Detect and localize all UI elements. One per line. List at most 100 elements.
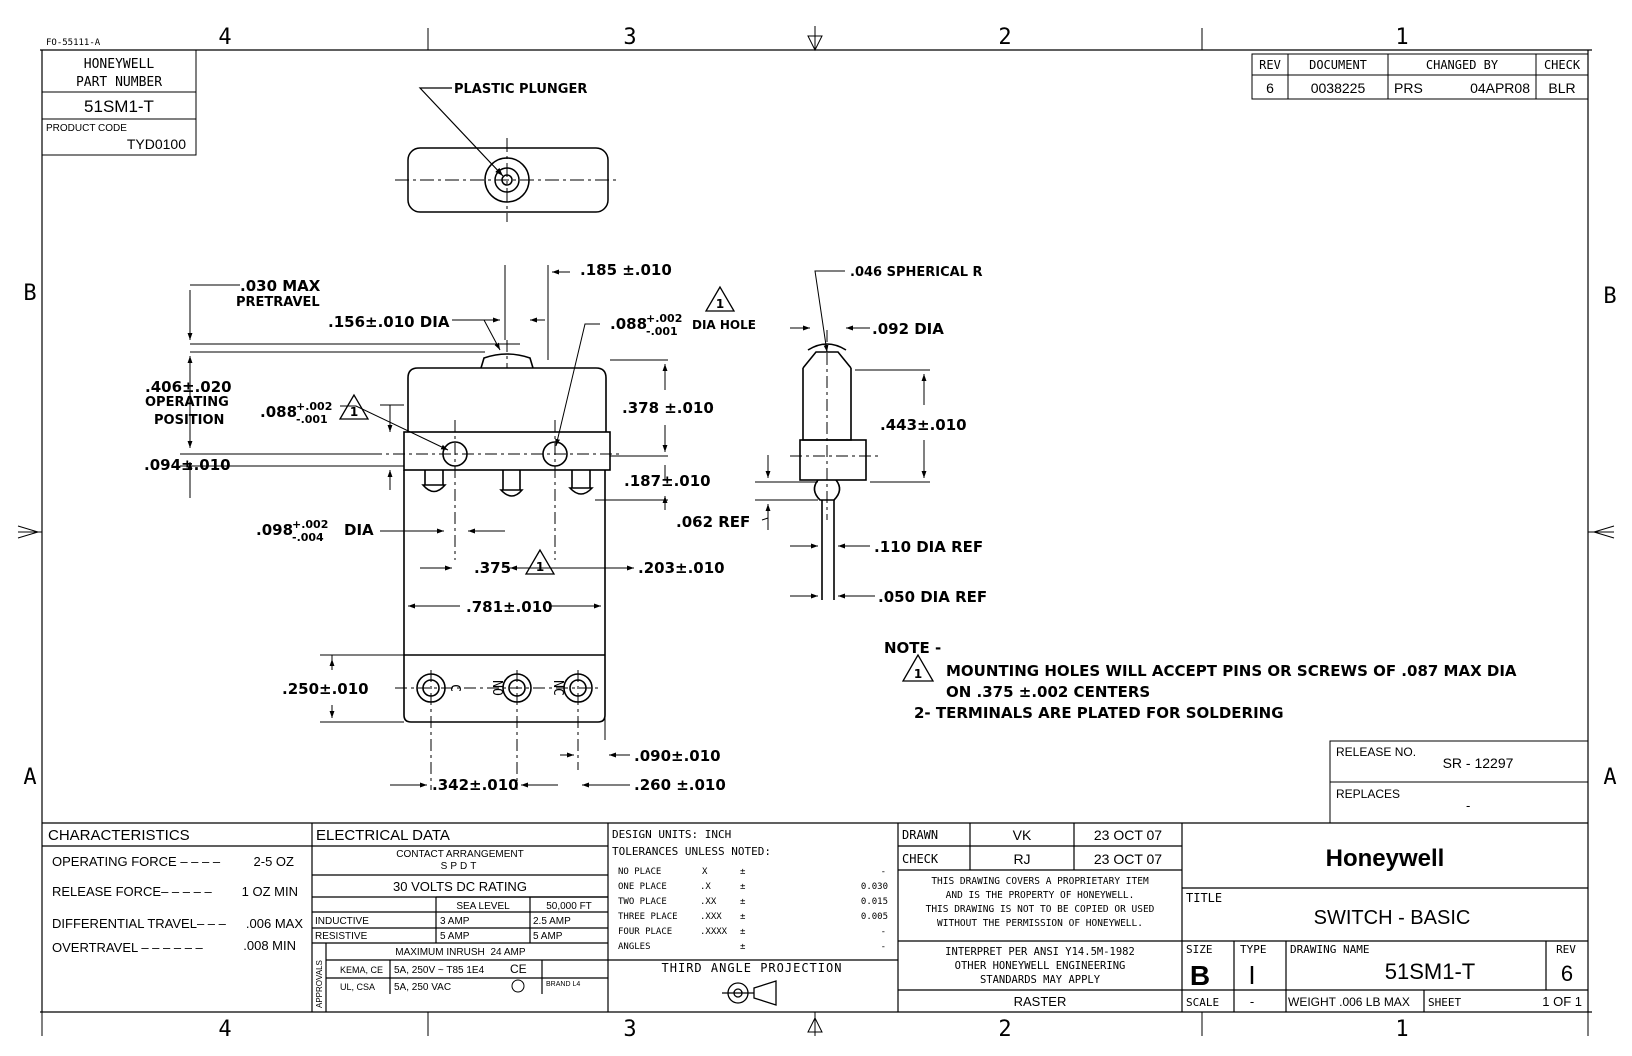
drawn-date: 23 OCT 07 (1094, 827, 1162, 843)
drawing-name-label: DRAWING NAME (1290, 943, 1369, 956)
sheet-value: 1 OF 1 (1542, 994, 1582, 1009)
inductive-label: INDUCTIVE (315, 916, 369, 927)
char-release-force-value: 1 OZ MIN (242, 884, 298, 899)
zone-labels: 4 3 2 1 4 3 2 1 B B A A (23, 25, 1616, 1042)
size-label: SIZE (1186, 943, 1213, 956)
pin-dia-plus: +.002 (292, 518, 328, 531)
tol-three-place-value: 0.005 (861, 912, 888, 922)
tol-one-place-label: ONE PLACE (618, 882, 667, 892)
tol-angles-value: - (881, 942, 886, 952)
hole-tol-minus: -.001 (646, 325, 678, 338)
interpret-line-2: OTHER HONEYWELL ENGINEERING (955, 960, 1126, 972)
left-hole-plus: +.002 (296, 400, 332, 413)
type-label: TYPE (1240, 943, 1267, 956)
zone-col-1-top: 1 (1395, 25, 1408, 50)
left-hole-minus: -.001 (296, 413, 328, 426)
approval-2-mark: BRAND L4 (546, 981, 580, 988)
proprietary-line-1: THIS DRAWING COVERS A PROPRIETARY ITEM (931, 876, 1149, 887)
inrush-label: MAXIMUM INRUSH (395, 947, 484, 958)
side-view-dimensions: .046 SPHERICAL R .092 DIA .443±.010 .110… (850, 265, 987, 606)
replaces-label: REPLACES (1336, 787, 1400, 801)
tol-angles-pm: ± (740, 942, 746, 952)
terminal-nc-label: NC (550, 680, 565, 696)
revision-block: REV DOCUMENT CHANGED BY CHECK 6 0038225 … (1251, 53, 1589, 100)
characteristics-header: CHARACTERISTICS (48, 827, 190, 844)
changed-by-header: CHANGED BY (1426, 58, 1499, 72)
char-release-force-label: RELEASE FORCE– – – – – (52, 884, 212, 899)
projection-symbol-icon (722, 980, 777, 1006)
pin-dia-minus: -.004 (292, 531, 324, 544)
type-value: I (1248, 960, 1255, 990)
check-label: CHECK (902, 852, 939, 866)
char-overtravel-label: OVERTRAVEL – – – – – – (52, 940, 204, 955)
changed-date-value: 04APR08 (1470, 80, 1530, 96)
replaces-value: - (1466, 798, 1470, 813)
raster-label: RASTER (1014, 994, 1067, 1009)
third-angle-projection: THIRD ANGLE PROJECTION (662, 961, 843, 975)
tol-two-place-pm: ± (740, 897, 746, 907)
dim-260: .260 ±.010 (634, 776, 726, 794)
approval-2-agency: UL, CSA (340, 982, 375, 992)
dia-110: .110 DIA REF (874, 538, 983, 556)
resistive-label: RESISTIVE (315, 931, 368, 942)
note-flags (338, 285, 935, 682)
rev-label: REV (1556, 943, 1576, 956)
zone-col-2-top: 2 (998, 25, 1011, 50)
document-value: 0038225 (1311, 80, 1366, 96)
form-number: FO-55111-A (46, 38, 101, 48)
left-hole-base: .088 (260, 403, 297, 421)
csa-mark-icon (511, 979, 525, 993)
zone-row-b-left: B (23, 281, 36, 306)
design-tolerances: DESIGN UNITS: INCH TOLERANCES UNLESS NOT… (612, 828, 888, 975)
tol-three-place-pm: ± (740, 912, 746, 922)
check-by: RJ (1013, 851, 1030, 867)
zone-col-1-bottom: 1 (1395, 1017, 1408, 1042)
notes-title: NOTE - (884, 639, 941, 657)
interpret-line-1: INTERPRET PER ANSI Y14.5M-1982 (945, 946, 1135, 958)
approval-1-agency: KEMA, CE (340, 965, 383, 975)
hole-tol-plus: +.002 (646, 312, 682, 325)
part-number: 51SM1-T (84, 97, 154, 116)
tolerances-label: TOLERANCES UNLESS NOTED: (612, 845, 771, 858)
front-view-dimension-lines (180, 265, 668, 788)
contact-arrangement-label: CONTACT ARRANGEMENT (396, 849, 523, 860)
dc-rating: 30 VOLTS DC RATING (393, 879, 527, 894)
tol-two-place-fmt: .XX (700, 897, 717, 907)
inductive-alt: 2.5 AMP (533, 916, 571, 927)
dim-443: .443±.010 (880, 416, 967, 434)
flag-1-hole: 1 (716, 297, 724, 311)
approval-2-rating: 5A, 250 VAC (394, 982, 451, 993)
plastic-plunger-label: PLASTIC PLUNGER (454, 82, 587, 97)
inductive-sea: 3 AMP (440, 916, 470, 927)
char-operating-force-value: 2-5 OZ (254, 854, 295, 869)
product-code: TYD0100 (127, 136, 186, 152)
dim-378: .378 ±.010 (622, 399, 714, 417)
weight: WEIGHT .006 LB MAX (1288, 995, 1410, 1009)
check-value: BLR (1548, 80, 1575, 96)
dia-050: .050 DIA REF (878, 588, 987, 606)
part-block-title-2: PART NUMBER (76, 75, 162, 90)
flag-1-left-hole: 1 (350, 405, 358, 419)
note-1-line-2: ON .375 ±.002 CENTERS (946, 683, 1150, 701)
char-overtravel-value: .008 MIN (243, 938, 296, 953)
release-label: RELEASE NO. (1336, 745, 1416, 759)
tol-two-place-label: TWO PLACE (618, 897, 667, 907)
operating-value: .406±.020 (145, 378, 232, 396)
changed-by-value: PRS (1394, 80, 1423, 96)
char-differential-travel-label: DIFFERENTIAL TRAVEL– – – (52, 916, 227, 931)
terminal-labels: C NO NC (447, 680, 565, 696)
dim-203: .203±.010 (638, 559, 725, 577)
size-value: B (1190, 960, 1210, 991)
tol-three-place-fmt: .XXX (700, 912, 722, 922)
rev-header: REV (1259, 58, 1281, 72)
top-view (395, 138, 620, 222)
hole-dia-base: .088 (610, 315, 647, 333)
plastic-plunger-leader (418, 87, 504, 177)
zone-col-2-bottom: 2 (998, 1017, 1011, 1042)
dim-185: .185 ±.010 (580, 261, 672, 279)
design-units: DESIGN UNITS: INCH (612, 828, 731, 841)
document-header: DOCUMENT (1309, 58, 1367, 72)
zone-row-a-right: A (1603, 765, 1616, 790)
